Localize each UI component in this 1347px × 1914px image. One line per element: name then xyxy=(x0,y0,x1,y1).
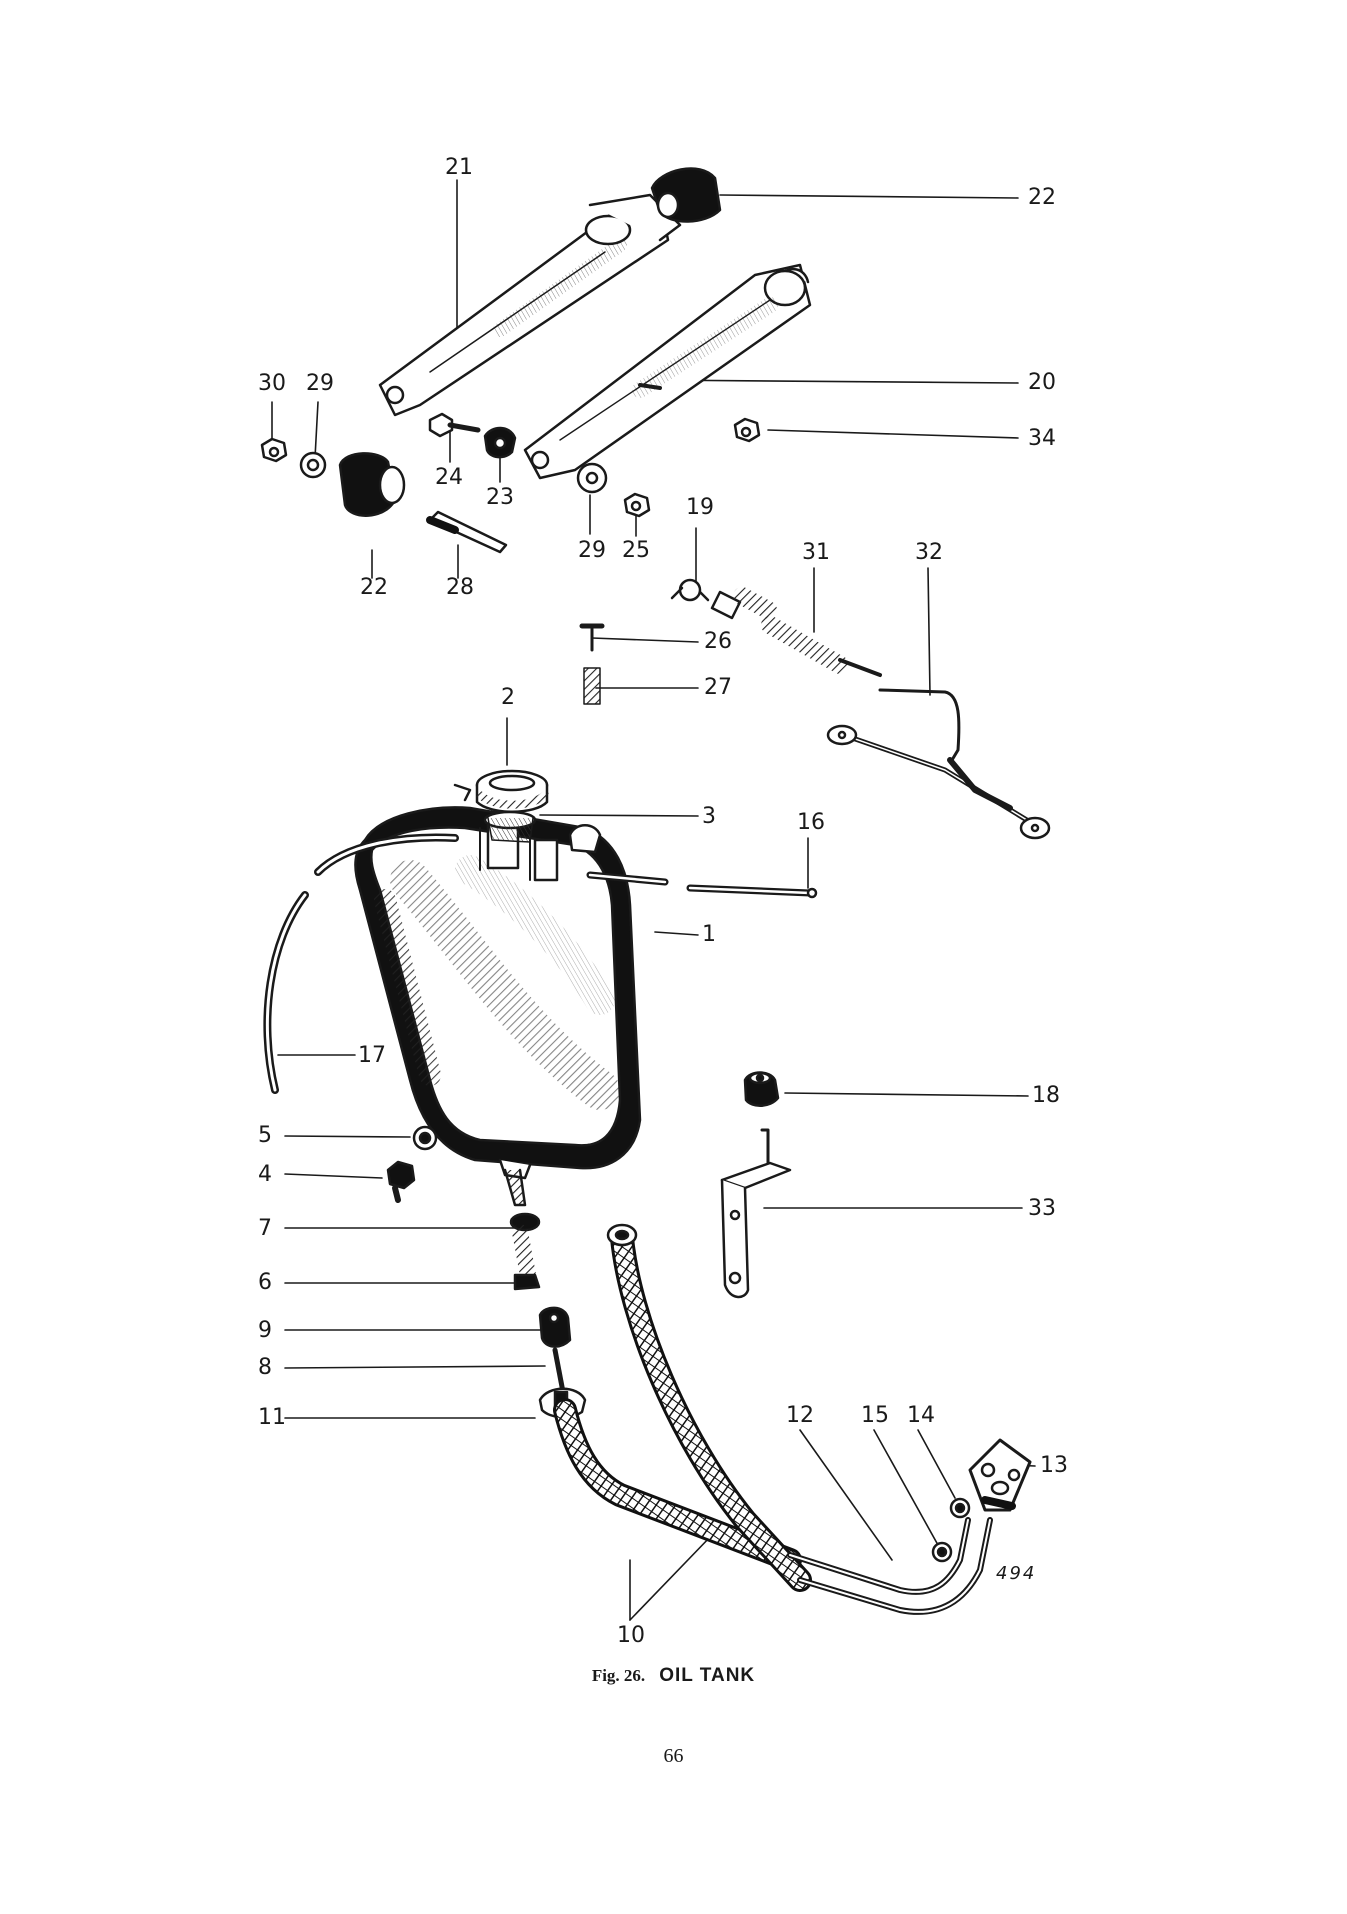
filler-cap-2 xyxy=(453,769,549,813)
callout-12: 12 xyxy=(786,1403,814,1428)
callout-13: 13 xyxy=(1040,1453,1068,1478)
callout-5: 5 xyxy=(258,1123,272,1148)
plate-number: 494 xyxy=(996,1563,1037,1584)
callout-9: 9 xyxy=(258,1318,272,1343)
bracket-arm-21 xyxy=(378,167,722,417)
callout-23: 23 xyxy=(486,485,514,510)
callout-8: 8 xyxy=(258,1355,272,1380)
callout-26: 26 xyxy=(704,629,732,654)
callout-6: 6 xyxy=(258,1270,272,1295)
callout-21: 21 xyxy=(445,155,473,180)
union-stack xyxy=(503,1168,587,1419)
callout-22-lower: 22 xyxy=(360,575,388,600)
callout-20: 20 xyxy=(1028,370,1056,395)
figure-title: OIL TANK xyxy=(659,1665,756,1686)
callout-31: 31 xyxy=(802,540,830,565)
callout-7: 7 xyxy=(258,1216,272,1241)
grommet-18 xyxy=(743,1071,780,1107)
callout-27: 27 xyxy=(704,675,732,700)
pipe-17 xyxy=(263,833,459,1094)
callout-4: 4 xyxy=(258,1162,272,1187)
callout-29-lower: 29 xyxy=(578,538,606,563)
callout-16: 16 xyxy=(797,810,825,835)
callout-30: 30 xyxy=(258,371,286,396)
callout-25: 25 xyxy=(622,538,650,563)
callout-33: 33 xyxy=(1028,1196,1056,1221)
callout-15: 15 xyxy=(861,1403,889,1428)
banjo-bolt-4-washer-5 xyxy=(386,1125,438,1203)
hardware-middle xyxy=(579,578,1051,840)
bracket-arm-20 xyxy=(523,263,812,480)
callout-34: 34 xyxy=(1028,426,1056,451)
callout-29: 29 xyxy=(306,371,334,396)
callout-22: 22 xyxy=(1028,185,1056,210)
braided-hoses-10 xyxy=(553,1223,993,1615)
callout-2: 2 xyxy=(501,685,515,710)
leader-lines xyxy=(271,179,1036,1621)
callout-19: 19 xyxy=(686,495,714,520)
callout-10: 10 xyxy=(617,1623,645,1648)
hardware-top xyxy=(260,412,761,554)
filter-3 xyxy=(483,810,602,854)
bracket-33 xyxy=(720,1128,792,1299)
figure-caption: Fig. 26. OIL TANK xyxy=(0,1665,1347,1687)
callout-28: 28 xyxy=(446,575,474,600)
callout-3: 3 xyxy=(702,804,716,829)
union-12-15-14-13 xyxy=(931,1438,1032,1563)
callout-18: 18 xyxy=(1032,1083,1060,1108)
pipe-16-vent xyxy=(586,871,818,899)
callout-32: 32 xyxy=(915,540,943,565)
page-number: 66 xyxy=(663,1745,684,1767)
figure-number: Fig. 26. xyxy=(591,1666,646,1685)
callout-14: 14 xyxy=(907,1403,935,1428)
oil-tank-body xyxy=(354,806,642,1180)
callout-1: 1 xyxy=(702,922,716,947)
callout-24: 24 xyxy=(435,465,463,490)
callout-17: 17 xyxy=(358,1043,386,1068)
callout-11: 11 xyxy=(258,1405,286,1430)
